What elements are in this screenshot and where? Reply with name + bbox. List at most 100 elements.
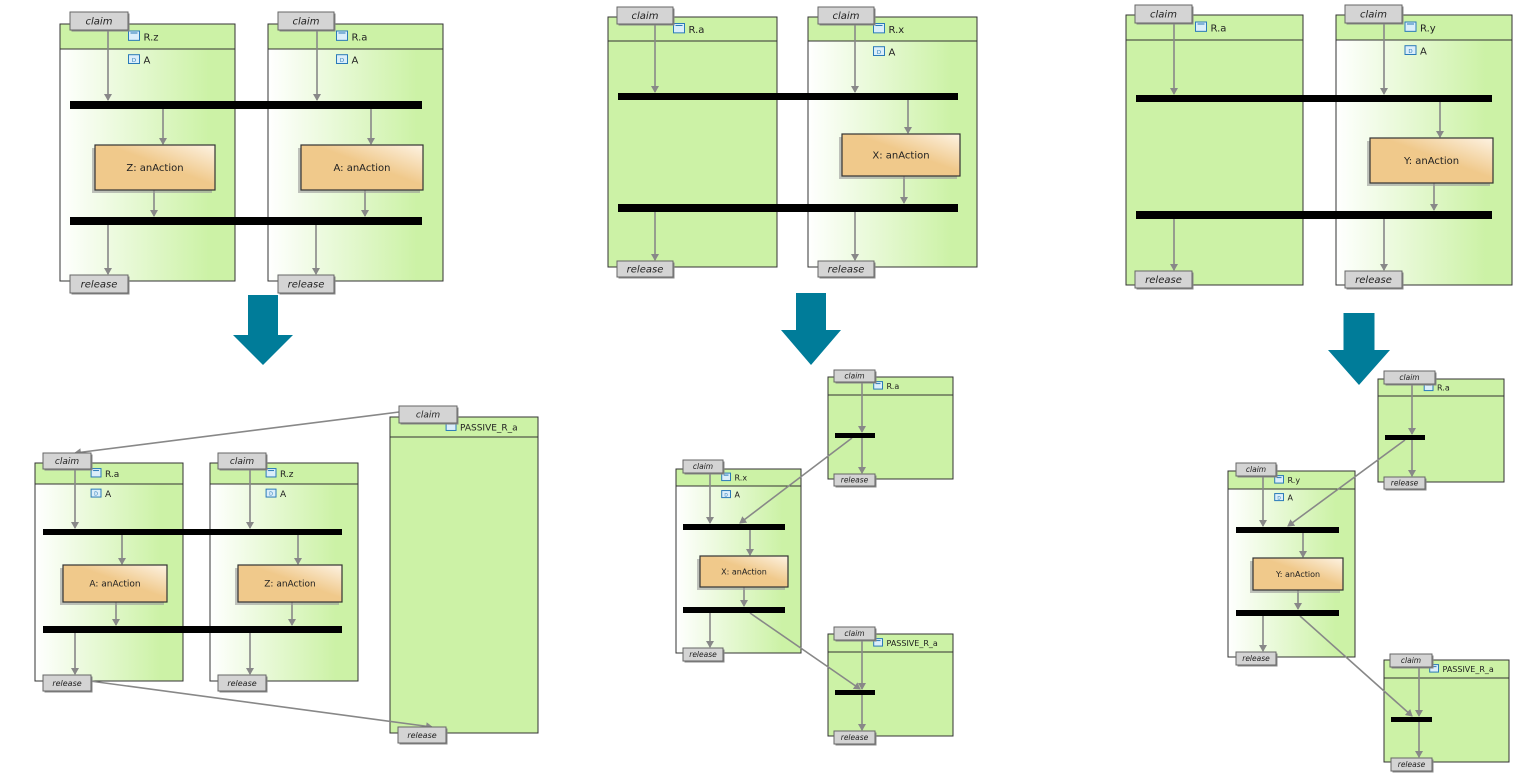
release-pin[interactable]: release bbox=[1383, 476, 1427, 491]
claim-label: claim bbox=[1246, 465, 1266, 474]
control-flow-arrow[interactable] bbox=[1299, 615, 1413, 717]
partition-icon bbox=[1274, 475, 1284, 484]
release-label: release bbox=[52, 679, 81, 688]
release-pin[interactable]: release bbox=[682, 647, 725, 663]
release-pin[interactable]: release bbox=[817, 260, 876, 279]
action-label: A: anAction bbox=[89, 580, 140, 590]
control-flow-arrow[interactable] bbox=[74, 678, 433, 731]
activity-label: A bbox=[1420, 47, 1427, 58]
action-node[interactable]: Y: anAction bbox=[1367, 137, 1494, 186]
partition[interactable]: R.a bbox=[1125, 14, 1304, 286]
release-label: release bbox=[828, 265, 865, 276]
action-node[interactable]: X: anAction bbox=[839, 133, 961, 179]
control-flow-arrow[interactable] bbox=[739, 437, 853, 524]
partition-icon bbox=[873, 23, 885, 34]
partition[interactable]: PASSIVE_R_a bbox=[1383, 659, 1510, 763]
control-flow-arrow[interactable] bbox=[1287, 439, 1406, 527]
claim-pin[interactable]: claim bbox=[833, 626, 877, 642]
fork-join-bar[interactable] bbox=[1391, 717, 1432, 722]
partition-body bbox=[1125, 14, 1304, 286]
action-node[interactable]: Z: anAction bbox=[235, 564, 343, 605]
action-label: Y: anAction bbox=[1403, 156, 1459, 167]
action-label: A: anAction bbox=[334, 163, 391, 174]
fork-join-bar[interactable] bbox=[835, 690, 875, 695]
fork-join-bar[interactable] bbox=[43, 529, 342, 535]
fork-join-bar[interactable] bbox=[70, 217, 422, 225]
fork-join-bar[interactable] bbox=[835, 433, 875, 438]
claim-pin[interactable]: claim bbox=[1344, 4, 1404, 25]
action-node[interactable]: Y: anAction bbox=[1250, 557, 1344, 593]
svg-text:D: D bbox=[94, 492, 98, 498]
claim-pin[interactable]: claim bbox=[1134, 4, 1194, 25]
partition-label: R.x bbox=[889, 25, 905, 36]
action-node[interactable]: A: anAction bbox=[298, 144, 424, 193]
release-pin[interactable]: release bbox=[397, 726, 448, 745]
claim-label: claim bbox=[632, 11, 659, 22]
action-node[interactable]: Z: anAction bbox=[92, 144, 216, 193]
partition[interactable]: PASSIVE_R_a bbox=[827, 633, 954, 737]
partition[interactable]: R.a bbox=[1377, 378, 1505, 483]
release-pin[interactable]: release bbox=[616, 260, 675, 279]
fork-join-bar[interactable] bbox=[683, 607, 785, 613]
transform-arrow-icon bbox=[233, 295, 293, 365]
control-flow-arrow[interactable] bbox=[74, 411, 400, 457]
claim-pin[interactable]: claim bbox=[277, 11, 336, 32]
partition-icon bbox=[1404, 21, 1417, 32]
release-pin[interactable]: release bbox=[1134, 270, 1194, 290]
fork-join-bar[interactable] bbox=[618, 204, 958, 212]
claim-pin[interactable]: claim bbox=[1389, 653, 1434, 669]
claim-pin[interactable]: claim bbox=[833, 369, 877, 384]
svg-text:D: D bbox=[269, 492, 273, 498]
release-pin[interactable]: release bbox=[1390, 757, 1434, 773]
partition[interactable]: PASSIVE_R_a bbox=[389, 416, 539, 734]
fork-join-bar[interactable] bbox=[1136, 95, 1492, 102]
claim-pin[interactable]: claim bbox=[217, 452, 268, 471]
activity-icon: D bbox=[1274, 493, 1284, 501]
release-label: release bbox=[1242, 654, 1270, 663]
action-node[interactable]: X: anAction bbox=[697, 555, 789, 590]
claim-label: claim bbox=[230, 457, 254, 467]
partition-label: R.x bbox=[735, 474, 748, 483]
release-pin[interactable]: release bbox=[42, 674, 93, 693]
release-pin[interactable]: release bbox=[833, 473, 877, 488]
partition-label: R.y bbox=[1420, 23, 1436, 34]
claim-pin[interactable]: claim bbox=[1235, 462, 1278, 478]
claim-label: claim bbox=[293, 17, 320, 28]
partition[interactable]: R.a bbox=[827, 376, 954, 480]
release-pin[interactable]: release bbox=[1235, 651, 1278, 667]
svg-text:D: D bbox=[132, 58, 136, 64]
release-pin[interactable]: release bbox=[833, 730, 877, 746]
activity-icon: D bbox=[721, 490, 732, 498]
control-flow-arrow[interactable] bbox=[749, 612, 861, 690]
release-pin[interactable]: release bbox=[1344, 270, 1404, 290]
partition-icon bbox=[128, 30, 140, 41]
activity-label: A bbox=[1288, 494, 1294, 503]
partition-icon bbox=[90, 468, 102, 478]
action-node[interactable]: A: anAction bbox=[60, 564, 168, 605]
claim-pin[interactable]: claim bbox=[616, 6, 675, 26]
claim-pin[interactable]: claim bbox=[69, 11, 130, 32]
release-pin[interactable]: release bbox=[217, 674, 268, 693]
fork-join-bar[interactable] bbox=[1236, 527, 1339, 533]
partition[interactable]: R.a bbox=[607, 16, 778, 268]
claim-pin[interactable]: claim bbox=[398, 405, 459, 425]
release-pin[interactable]: release bbox=[277, 274, 336, 295]
fork-join-bar[interactable] bbox=[1136, 211, 1492, 219]
claim-pin[interactable]: claim bbox=[42, 452, 93, 471]
claim-pin[interactable]: claim bbox=[1383, 370, 1437, 386]
release-label: release bbox=[627, 265, 664, 276]
activity-icon: D bbox=[90, 488, 102, 498]
fork-join-bar[interactable] bbox=[683, 524, 785, 530]
claim-pin[interactable]: claim bbox=[817, 6, 876, 26]
fork-join-bar[interactable] bbox=[1236, 610, 1339, 616]
activity-icon: D bbox=[265, 488, 277, 498]
partition-label: R.z bbox=[280, 470, 294, 480]
fork-join-bar[interactable] bbox=[43, 626, 342, 633]
fork-join-bar[interactable] bbox=[618, 93, 958, 100]
fork-join-bar[interactable] bbox=[1385, 435, 1425, 440]
fork-join-bar[interactable] bbox=[70, 101, 422, 109]
partition-label: R.a bbox=[887, 382, 900, 391]
release-label: release bbox=[841, 733, 869, 742]
release-pin[interactable]: release bbox=[69, 274, 130, 295]
claim-pin[interactable]: claim bbox=[682, 459, 725, 475]
